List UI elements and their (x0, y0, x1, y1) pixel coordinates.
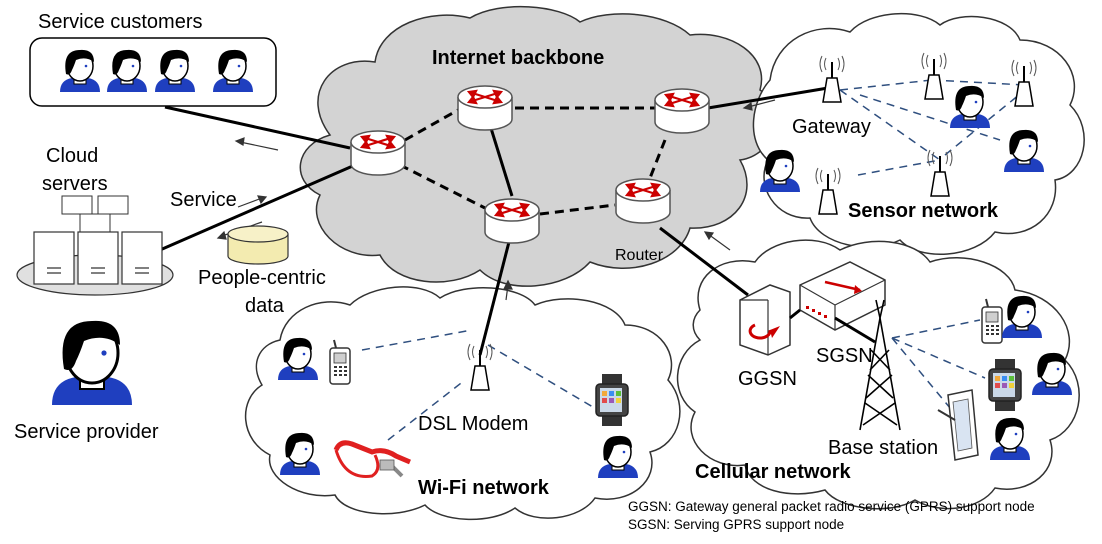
sensor-wireless-links (839, 79, 1026, 176)
sgsn-label: SGSN (816, 345, 873, 367)
ggsn-label: GGSN (738, 368, 797, 390)
cloud-servers-label-line2: servers (42, 173, 108, 195)
people-centric-label-line1: People-centric (198, 267, 326, 289)
service-customers-label: Service customers (38, 11, 203, 33)
backbone-links (399, 106, 667, 216)
sgsn-icon (799, 261, 886, 331)
sgsn-footnote: SGSN: Serving GPRS support node (628, 517, 844, 532)
ggsn-icon (739, 284, 791, 356)
router-icon (653, 87, 711, 135)
wifi-network-label: Wi-Fi network (418, 477, 550, 499)
backbone-solid-link (488, 124, 514, 197)
router-icon (614, 177, 672, 225)
database-icon (227, 225, 289, 265)
cellular-network-label: Cellular network (695, 461, 851, 483)
router-icon (456, 84, 514, 132)
service-label: Service (170, 189, 237, 211)
gateway-label: Gateway (792, 116, 871, 138)
base-station-tower-icon (859, 299, 901, 431)
cloud-servers-label-line1: Cloud (46, 145, 98, 167)
tablet-icon (937, 389, 979, 461)
router-label: Router (615, 247, 664, 264)
wired-links (159, 86, 829, 356)
people-centric-label-line2: data (245, 295, 285, 317)
router-icon (349, 129, 407, 177)
sgsn-bs-link (834, 316, 876, 344)
base-station-label: Base station (828, 437, 938, 459)
sensor-network-label: Sensor network (848, 200, 999, 222)
ggsn-footnote: GGSN: Gateway general packet radio servi… (628, 499, 1035, 514)
dsl-modem-label: DSL Modem (418, 413, 528, 435)
service-provider-icon (50, 319, 134, 407)
wifi-wireless-links (361, 329, 599, 441)
smart-glasses-icon (333, 440, 411, 478)
router-icon (483, 197, 541, 245)
sensor-network-cloud (752, 12, 1085, 256)
service-provider-label: Service provider (14, 421, 159, 443)
ggsn-sgsn-link (789, 308, 801, 320)
internet-backbone-label: Internet backbone (432, 47, 604, 69)
wifi-network-cloud (244, 286, 681, 521)
cloud-servers-icon (16, 195, 174, 296)
